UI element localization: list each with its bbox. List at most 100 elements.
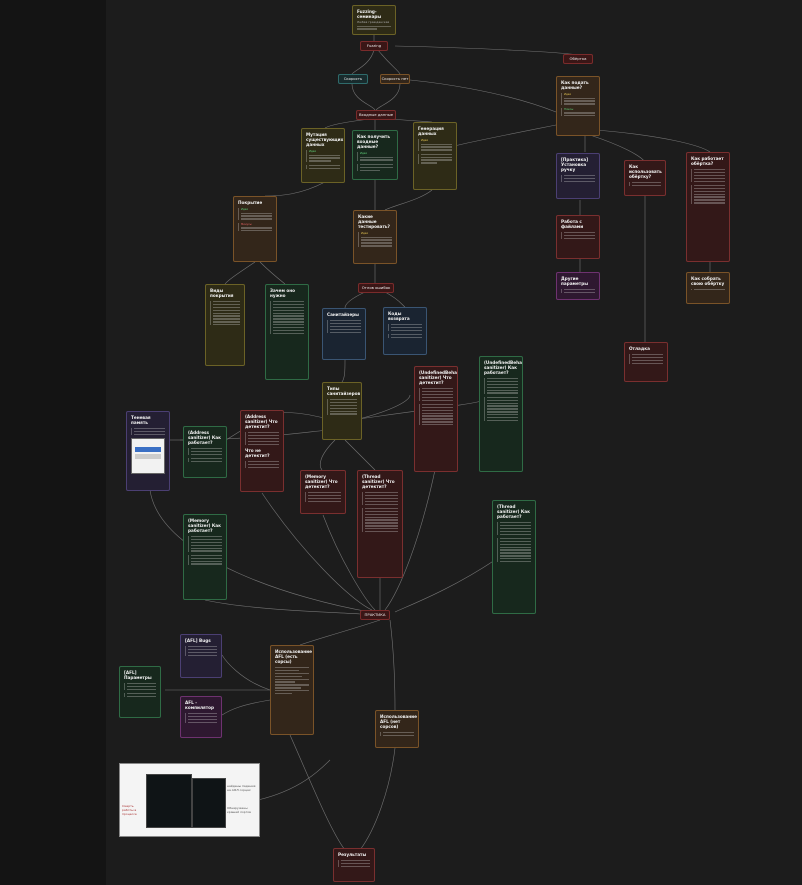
node-msan-what[interactable]: (Memory sanitizer) Что детектит? <box>300 470 346 514</box>
node-shadow-memory[interactable]: Теневая память <box>126 411 170 491</box>
node-ubsan-how[interactable]: (UndefinedBehavior sanitizer) Как работа… <box>479 356 523 472</box>
node-file-work[interactable]: Работа с файлами <box>556 215 600 259</box>
node-results[interactable]: Результаты <box>333 848 375 882</box>
node-exit-codes[interactable]: Коды возврата <box>383 307 427 355</box>
node-mutation[interactable]: Мутация существующих данных Идея <box>301 128 345 183</box>
edge <box>384 189 433 211</box>
node-title: AFL - компилятор <box>185 700 215 710</box>
node-title: Санитайзеры <box>327 312 359 317</box>
node-types-sanitizers[interactable]: Типы санитайзеров <box>322 382 362 440</box>
node-tsan-how[interactable]: (Thread sanitizer) Как работает? <box>492 500 536 614</box>
node-sanitizers[interactable]: Санитайзеры <box>322 308 366 360</box>
node-msan-how[interactable]: (Memory sanitizer) Как работает? <box>183 514 227 600</box>
edge <box>225 429 243 441</box>
node-how-build[interactable]: Как собрать свою обёртку <box>686 272 730 304</box>
node-title: Типы санитайзеров <box>327 386 361 396</box>
node-how-reach[interactable]: Как подать данные? Идея Плюсы <box>556 76 600 136</box>
node-title: [AFL] Bugs <box>185 638 211 643</box>
node-bug-catch[interactable]: Отлов ошибок <box>358 283 394 293</box>
edge <box>259 261 286 285</box>
node-kinds-coverage[interactable]: Виды покрытия <box>205 284 245 366</box>
edge <box>394 559 496 613</box>
node-afl-bugs[interactable]: [AFL] Bugs <box>180 634 222 678</box>
edge <box>394 45 579 56</box>
node-title: Использование AFL (есть сорсы) <box>275 649 312 664</box>
node-title: (UndefinedBehavior sanitizer) Что детект… <box>419 370 457 385</box>
node-title: Коды возврата <box>388 311 410 321</box>
section-label: Идея <box>309 150 316 153</box>
node-title: (Address sanitizer) Что детектит? <box>245 414 278 429</box>
section-label: Минусы <box>241 222 252 226</box>
node-title: (Memory sanitizer) Что детектит? <box>305 474 338 489</box>
node-afl-no-sources[interactable]: Использование AFL (нет сорсов) <box>375 710 419 748</box>
node-debug[interactable]: Отладка <box>624 342 668 382</box>
node-title: Другие параметры <box>561 276 589 286</box>
node-title: Работа с файлами <box>561 219 584 229</box>
edge <box>319 439 336 471</box>
node-title: Какие данные тестировать? <box>358 214 390 229</box>
node-subheading: Что не детектит? <box>245 447 270 458</box>
section-label: Плюсы <box>564 107 574 111</box>
edge <box>594 129 711 153</box>
node-root[interactable]: Fuzzing-семинары Любая гражданская <box>352 5 396 35</box>
node-generation[interactable]: Генерация данных Идея <box>413 122 457 190</box>
node-harness[interactable]: Обёртка <box>563 54 593 64</box>
edge <box>344 291 366 309</box>
screenshot-note-right-top: найдены падения на АФЛ сорцах <box>227 784 256 792</box>
node-how-use-harness[interactable]: Как использовать обёртку? <box>624 160 666 196</box>
section-label: Идея <box>421 139 428 142</box>
edge <box>149 489 371 613</box>
node-without-corpus[interactable]: Скорость нет <box>380 74 410 84</box>
node-how-get-input[interactable]: Как получить входные данные? Идея <box>352 130 398 180</box>
screenshot-note-right-bottom: Обнаружены крашей лоргов <box>227 806 251 814</box>
screenshot-note-left: Смерть работы в процессе <box>122 804 137 816</box>
node-why-needed[interactable]: Зачем оно нужно <box>265 284 309 380</box>
edge <box>221 699 271 716</box>
node-other-params[interactable]: Другие параметры <box>556 272 600 300</box>
edge <box>344 439 376 471</box>
node-coverage[interactable]: Покрытие Идея Минусы <box>233 196 277 262</box>
node-title: Как работает обёртка? <box>691 156 724 166</box>
edge <box>322 514 376 611</box>
node-asan-how[interactable]: (Address sanitizer) Как работает? <box>183 426 227 478</box>
node-tsan-what[interactable]: (Thread sanitizer) Что детектит? <box>357 470 403 578</box>
node-input-data[interactable]: Входные данные <box>356 110 396 120</box>
edge <box>299 619 381 646</box>
node-title: Отладка <box>629 346 650 351</box>
section-label: Идея <box>360 152 367 155</box>
node-fuzzing[interactable]: Fuzzing <box>360 41 388 51</box>
node-ubsan-what[interactable]: (UndefinedBehavior sanitizer) Что детект… <box>414 366 458 472</box>
edge <box>375 83 401 111</box>
edge <box>264 181 326 197</box>
edge <box>384 469 436 611</box>
node-title: Зачем оно нужно <box>270 288 296 298</box>
node-title: (Thread sanitizer) Как работает? <box>497 504 530 519</box>
node-afl-compiler[interactable]: AFL - компилятор <box>180 696 222 738</box>
edge <box>384 291 406 308</box>
node-title: Виды покрытия <box>210 288 234 298</box>
node-afl-with-sources[interactable]: Использование AFL (есть сорсы) <box>270 645 314 735</box>
edge <box>351 49 375 75</box>
node-title: Как подать данные? <box>561 80 589 90</box>
node-practice[interactable]: ПРАКТИКА <box>360 610 390 620</box>
terminal-left <box>146 774 192 828</box>
node-title: Как собрать свою обёртку <box>691 276 725 286</box>
section-label: Идея <box>241 208 248 211</box>
node-how-harness-works[interactable]: Как работает обёртка? <box>686 152 730 262</box>
memory-diagram-image <box>131 438 165 475</box>
node-title: (Address sanitizer) Как работает? <box>188 430 221 445</box>
edge <box>359 747 396 851</box>
node-title: Теневая память <box>131 415 151 425</box>
node-what-data[interactable]: Какие данные тестировать? Идея <box>353 210 397 264</box>
node-asan-what[interactable]: (Address sanitizer) Что детектит? Что не… <box>240 410 284 492</box>
section-label: Идея <box>361 232 368 235</box>
edge <box>377 49 401 75</box>
node-practice-setup[interactable]: [Практика] Установка ручку <box>556 153 600 199</box>
edge <box>224 261 256 285</box>
node-afl-params[interactable]: [AFL] Параметры <box>119 666 161 718</box>
edge <box>341 359 346 383</box>
afl-screenshot: Смерть работы в процессе найдены падения… <box>119 763 260 837</box>
node-with-corpus[interactable]: Скорость <box>338 74 368 84</box>
